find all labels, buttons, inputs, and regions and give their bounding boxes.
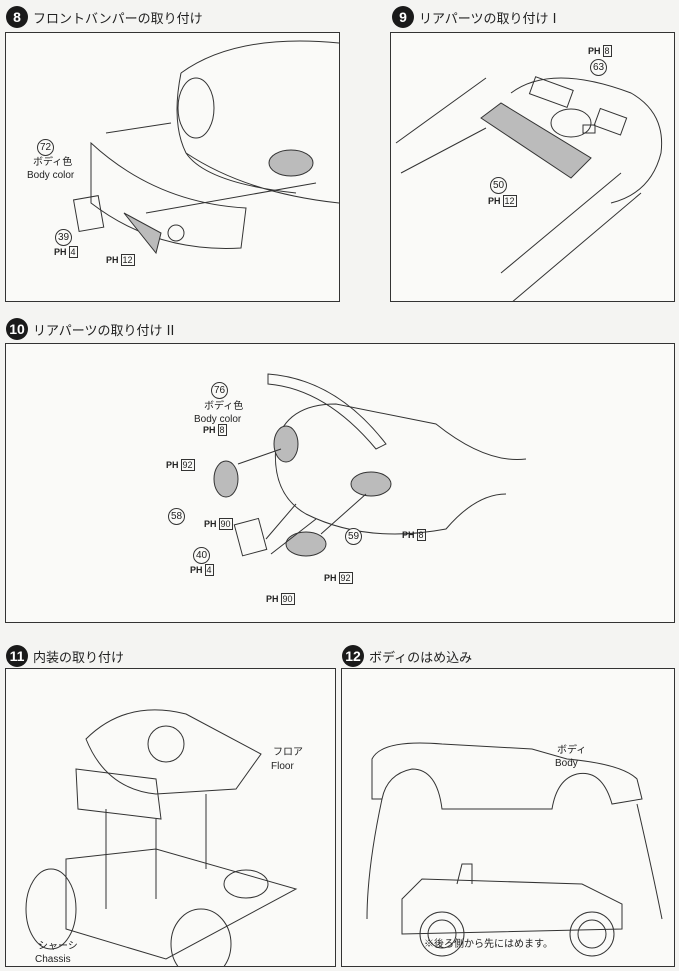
interior-illustration bbox=[25, 709, 298, 966]
paint-number: 8 bbox=[602, 45, 612, 57]
part-number-40: 40 bbox=[193, 547, 210, 564]
color-label-en: Body color bbox=[27, 170, 75, 181]
paint-prefix: PH bbox=[588, 46, 601, 56]
paint-prefix: PH bbox=[203, 425, 216, 435]
step-title: フロントバンパーの取り付け bbox=[33, 11, 203, 27]
step-number: 9 bbox=[392, 6, 414, 28]
part-number-63: 63 bbox=[590, 59, 607, 76]
step-number: 10 bbox=[6, 318, 28, 340]
paint-prefix: PH bbox=[488, 196, 501, 206]
assembly-note: ※後ろ側から先にはめます。 bbox=[424, 939, 553, 950]
paint-prefix: PH bbox=[190, 565, 203, 575]
step-number: 11 bbox=[6, 645, 28, 667]
part-number-39: 39 bbox=[55, 229, 72, 246]
chassis-label-en: Chassis bbox=[35, 954, 71, 965]
color-label-en: Body color bbox=[194, 414, 242, 425]
paint-number: 92 bbox=[338, 572, 353, 584]
paint-prefix: PH bbox=[106, 255, 119, 265]
paint-number: 8 bbox=[217, 424, 227, 436]
step-number: 12 bbox=[342, 645, 364, 667]
step-8-header: 8 フロントバンパーの取り付け bbox=[6, 6, 203, 28]
step-10-header: 10 リアパーツの取り付け II bbox=[6, 318, 174, 340]
paint-number: 4 bbox=[68, 246, 78, 258]
step-12-panel: ボディ Body ※後ろ側から先にはめます。 bbox=[341, 668, 675, 967]
paint-prefix: PH bbox=[54, 247, 67, 257]
step-11-panel: フロア Floor シャーシ Chassis bbox=[5, 668, 336, 967]
part-number-59: 59 bbox=[345, 528, 362, 545]
color-label-jp: ボディ色 bbox=[33, 157, 73, 168]
paint-number: 92 bbox=[180, 459, 195, 471]
step-title: ボディのはめ込み bbox=[369, 650, 473, 666]
part-number-58: 58 bbox=[168, 508, 185, 525]
body-fitting-illustration bbox=[366, 742, 663, 957]
paint-number: 8 bbox=[416, 529, 426, 541]
floor-label-en: Floor bbox=[271, 761, 294, 772]
paint-number: 12 bbox=[502, 195, 517, 207]
paint-number: 90 bbox=[218, 518, 233, 530]
chassis-label-jp: シャーシ bbox=[38, 941, 78, 952]
paint-prefix: PH bbox=[266, 594, 279, 604]
paint-prefix: PH bbox=[204, 519, 217, 529]
rear-end-illustration bbox=[213, 373, 527, 557]
paint-number: 12 bbox=[120, 254, 135, 266]
paint-prefix: PH bbox=[166, 460, 179, 470]
part-number-50: 50 bbox=[490, 177, 507, 194]
part-number-76: 76 bbox=[211, 382, 228, 399]
step-number: 8 bbox=[6, 6, 28, 28]
step-title: リアパーツの取り付け II bbox=[33, 323, 175, 339]
step-9-header: 9 リアパーツの取り付け I bbox=[392, 6, 556, 28]
step-title: リアパーツの取り付け I bbox=[419, 11, 557, 27]
paint-number: 90 bbox=[280, 593, 295, 605]
rear-parts-illustration bbox=[395, 76, 663, 301]
step-12-header: 12 ボディのはめ込み bbox=[342, 645, 472, 667]
floor-label-jp: フロア bbox=[273, 747, 303, 758]
front-bumper-illustration bbox=[72, 40, 339, 255]
paint-number: 4 bbox=[204, 564, 214, 576]
body-label-en: Body bbox=[555, 758, 578, 769]
body-label-jp: ボディ bbox=[557, 745, 587, 756]
paint-prefix: PH bbox=[402, 530, 415, 540]
part-number-72: 72 bbox=[37, 139, 54, 156]
step-title: 内装の取り付け bbox=[33, 650, 125, 666]
color-label-jp: ボディ色 bbox=[204, 401, 244, 412]
paint-prefix: PH bbox=[324, 573, 337, 583]
step-11-header: 11 内装の取り付け bbox=[6, 645, 124, 667]
